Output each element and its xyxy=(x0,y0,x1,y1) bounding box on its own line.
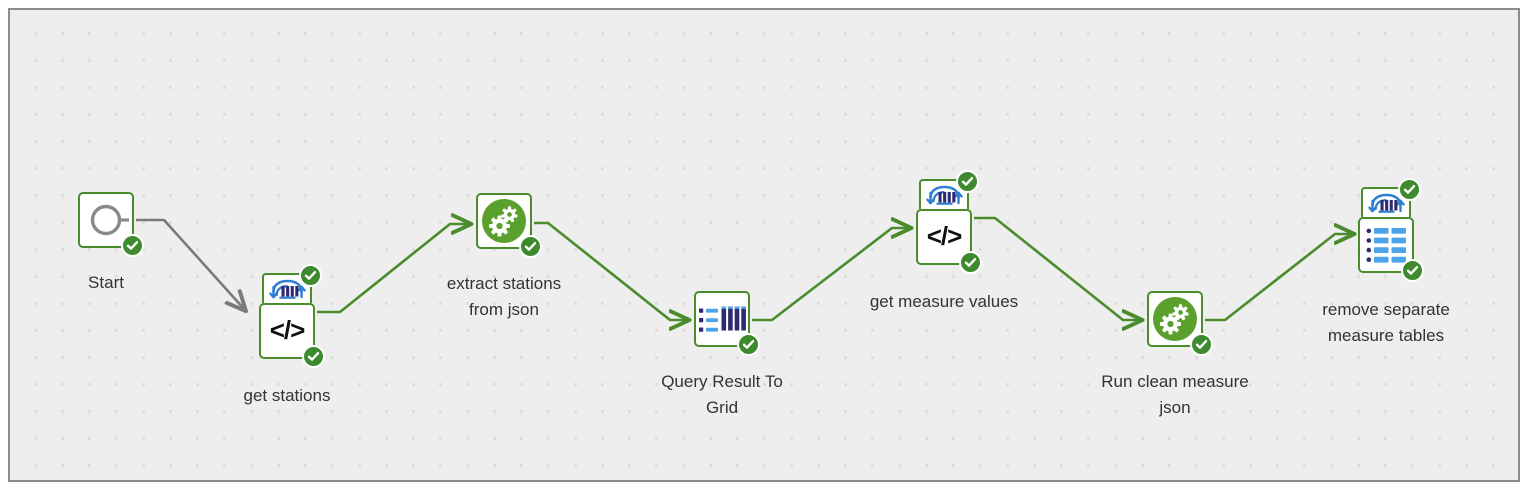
circle-outline-icon xyxy=(83,197,129,243)
node-header-chip[interactable] xyxy=(262,264,322,303)
node-label: Run clean measure json xyxy=(1101,372,1249,417)
node-stack xyxy=(1358,178,1424,282)
status-badge-success xyxy=(121,234,144,257)
node-body[interactable] xyxy=(1147,291,1213,356)
node-body[interactable] xyxy=(694,291,760,356)
code-icon: </> xyxy=(926,221,963,251)
gears-icon xyxy=(481,198,527,244)
node-stack xyxy=(78,192,144,257)
node-body[interactable]: </> xyxy=(916,209,982,274)
query-grid-icon xyxy=(697,301,748,337)
node-label: Query Result To Grid xyxy=(661,372,783,417)
status-badge-success xyxy=(1190,333,1213,356)
node-label: get stations xyxy=(243,386,331,405)
workflow-canvas[interactable]: Start </> get stations extract stations fro… xyxy=(8,8,1520,482)
node-label: remove separate measure tables xyxy=(1322,300,1450,345)
status-badge-success xyxy=(737,333,760,356)
node-body[interactable] xyxy=(476,193,542,258)
code-icon: </> xyxy=(269,315,306,345)
node-body[interactable] xyxy=(78,192,144,257)
status-badge-success xyxy=(299,264,322,287)
edge-start-to-get-stations[interactable] xyxy=(136,218,245,310)
gears-icon xyxy=(1152,296,1198,342)
node-stack xyxy=(1147,291,1213,356)
node-stack xyxy=(694,291,760,356)
dataflow-transform-icon xyxy=(266,277,309,302)
node-body[interactable]: </> xyxy=(259,303,325,368)
node-stack: </> xyxy=(916,170,982,274)
dataflow-transform-icon xyxy=(923,183,966,208)
node-body[interactable] xyxy=(1358,217,1424,282)
node-label: extract stations from json xyxy=(446,274,562,319)
dataflow-transform-icon xyxy=(1365,191,1408,216)
status-badge-success xyxy=(519,235,542,258)
node-header-chip[interactable] xyxy=(919,170,979,209)
node-stack: </> xyxy=(259,264,325,368)
node-label: Start xyxy=(88,273,124,292)
status-badge-success xyxy=(302,345,325,368)
node-stack xyxy=(476,193,542,258)
status-badge-success xyxy=(1398,178,1421,201)
status-badge-success xyxy=(956,170,979,193)
status-badge-success xyxy=(959,251,982,274)
node-label: get measure values xyxy=(869,292,1019,311)
node-header-chip[interactable] xyxy=(1361,178,1421,217)
table-rows-icon xyxy=(1365,224,1408,267)
status-badge-success xyxy=(1401,259,1424,282)
